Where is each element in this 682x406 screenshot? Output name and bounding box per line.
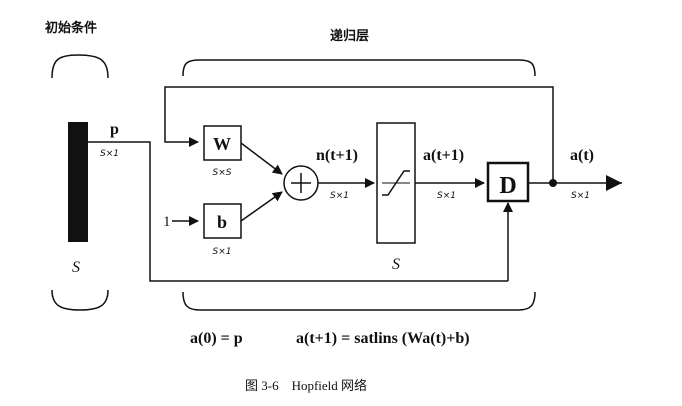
recurrent-layer-label: 递归层: [330, 28, 369, 44]
output-a-label: a(t): [570, 147, 594, 164]
weight-W-dimension: S×S: [213, 168, 232, 178]
input-p-line: [88, 141, 508, 282]
satlins-curve-icon: [382, 170, 410, 196]
input-vector-bar: [68, 122, 88, 242]
output-arrowhead: [606, 175, 622, 191]
bias-b-label: b: [217, 212, 227, 232]
next-output-dimension: S×1: [437, 191, 456, 201]
input-p-label: p: [110, 121, 119, 138]
recurrent-layer-brace-top: [182, 59, 536, 77]
weight-W-box: [203, 125, 242, 161]
weight-to-sum-arrow: [240, 142, 283, 175]
bias-b-box: [203, 203, 242, 239]
input-p-dimension: S×1: [100, 149, 119, 159]
equation-update: a(t+1) = satlins (Wa(t)+b): [296, 330, 470, 347]
recurrent-layer-brace-bottom: [182, 291, 536, 311]
net-input-dimension: S×1: [330, 191, 349, 201]
net-input-label: n(t+1): [316, 147, 358, 164]
weight-W-label: W: [213, 134, 231, 154]
bias-to-sum-arrow: [240, 191, 283, 222]
transfer-size-label: S: [392, 256, 400, 273]
equation-initial: a(0) = p: [190, 330, 243, 347]
figure-caption: 图 3-6 Hopfield 网络: [245, 378, 367, 393]
input-size-label: S: [72, 259, 80, 276]
output-branch-dot: [549, 179, 557, 187]
initial-conditions-brace-top: [51, 54, 109, 79]
feedback-loop-line: [164, 86, 554, 183]
initial-conditions-brace-bottom: [51, 289, 109, 311]
output-a-dimension: S×1: [571, 191, 590, 201]
bias-input-one: 1: [163, 214, 171, 230]
delay-D-box: [486, 161, 530, 203]
delay-D-label: D: [499, 173, 516, 199]
initial-conditions-label: 初始条件: [45, 20, 97, 36]
bias-b-dimension: S×1: [213, 247, 232, 257]
next-output-label: a(t+1): [423, 147, 464, 164]
